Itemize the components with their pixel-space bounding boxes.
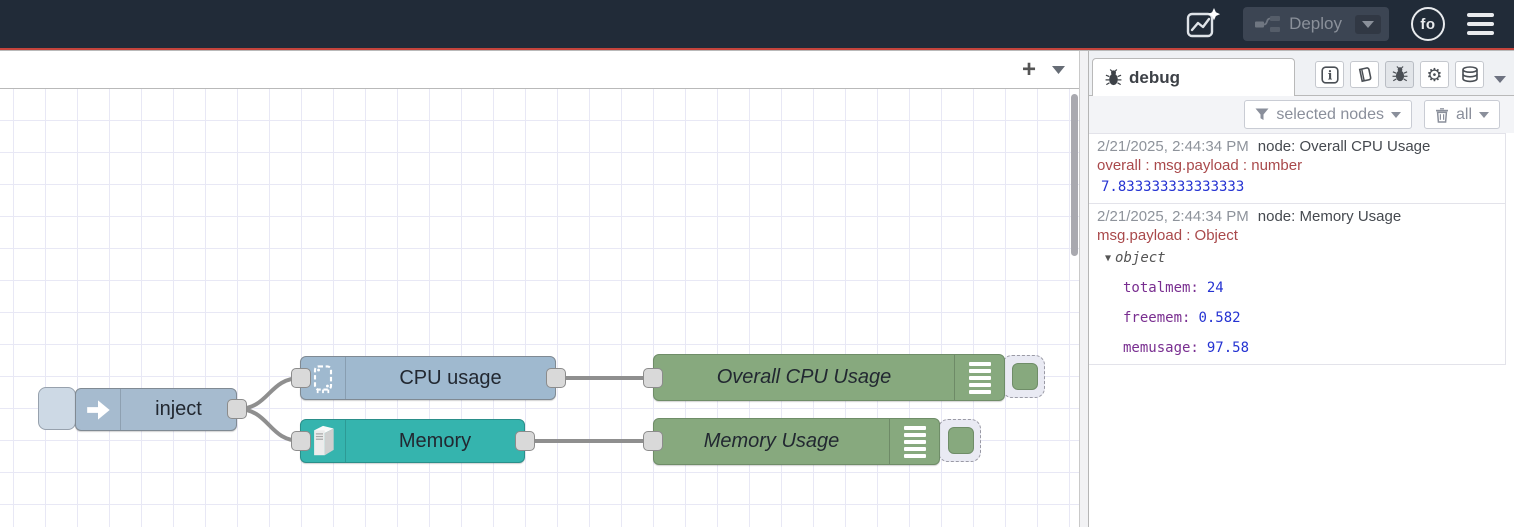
tab-debug-button[interactable] [1385, 61, 1414, 88]
cpu-output-port[interactable] [546, 368, 566, 388]
tab-help-book-button[interactable] [1350, 61, 1379, 88]
inject-arrow-icon [76, 389, 121, 430]
debug-memory-input-port[interactable] [643, 431, 663, 451]
add-flow-button[interactable]: + [1021, 55, 1036, 83]
deploy-button[interactable]: Deploy [1243, 7, 1389, 41]
debug-toolbar: selected nodes all [1089, 96, 1514, 133]
flow-tabbar: + [0, 51, 1079, 89]
node-inject[interactable]: inject [75, 388, 237, 431]
node-label: Memory Usage [703, 430, 840, 452]
entry-value: 97.58 [1206, 340, 1250, 356]
deploy-options-button[interactable] [1355, 14, 1381, 34]
collapse-caret-icon[interactable]: ▼ [1105, 252, 1112, 264]
sidebar-resize-handle[interactable] [1079, 51, 1089, 527]
cpu-chip-icon [301, 357, 346, 399]
flow-editor: + inject [0, 51, 1079, 527]
filter-funnel-icon [1255, 108, 1269, 120]
memory-input-port[interactable] [291, 431, 311, 451]
main-menu-button[interactable] [1467, 13, 1494, 35]
debug-toggle-indicator [948, 427, 974, 454]
debug-enable-toggle[interactable] [938, 419, 981, 462]
debug-toggle-indicator [1012, 363, 1038, 390]
node-label: Memory [398, 429, 472, 452]
chevron-down-icon [1479, 111, 1489, 118]
inject-output-port[interactable] [227, 399, 247, 419]
node-label: Overall CPU Usage [716, 366, 892, 388]
flow-list-chevron-icon[interactable] [1052, 65, 1065, 74]
flow-canvas[interactable]: inject CPU usage [0, 89, 1079, 527]
entry-value: 0.582 [1198, 310, 1241, 326]
debug-message-list: 2/21/2025, 2:44:34 PM node: Overall CPU U… [1089, 133, 1506, 365]
user-avatar[interactable]: fo [1411, 7, 1445, 41]
object-root-label[interactable]: object [1115, 250, 1166, 266]
gear-icon: ⚙ [1426, 64, 1443, 85]
message-timestamp: 2/21/2025, 2:44:34 PM [1097, 208, 1249, 225]
clear-label: all [1455, 105, 1472, 123]
message-source-node[interactable]: node: Overall CPU Usage [1257, 138, 1431, 155]
memory-output-port[interactable] [515, 431, 535, 451]
debug-overall-input-port[interactable] [643, 368, 663, 388]
debug-message[interactable]: 2/21/2025, 2:44:34 PM node: Overall CPU U… [1089, 134, 1505, 204]
header-accent-line [0, 48, 1514, 51]
trash-icon [1435, 107, 1448, 123]
object-entry[interactable]: freemem: 0.582 [1097, 310, 1499, 326]
tab-config-gear-button[interactable]: ⚙ [1420, 61, 1449, 88]
filter-label: selected nodes [1276, 105, 1384, 123]
message-value[interactable]: 7.833333333333333 [1101, 179, 1245, 195]
sidebar-menu-chevron-icon[interactable] [1494, 76, 1506, 83]
node-debug-overall-cpu[interactable]: Overall CPU Usage [653, 354, 1005, 401]
debug-list-icon [954, 355, 1004, 400]
node-label: CPU usage [399, 366, 502, 389]
entry-key: freemem: [1123, 310, 1191, 326]
tab-debug[interactable]: debug [1092, 58, 1295, 96]
deploy-label: Deploy [1289, 14, 1342, 33]
canvas-vertical-scrollbar[interactable] [1071, 94, 1078, 256]
object-entry[interactable]: totalmem: 24 [1097, 280, 1499, 296]
debug-list-icon [889, 419, 939, 464]
entry-key: memusage: [1123, 340, 1199, 356]
sidebar-tab-buttons: i [1315, 61, 1484, 88]
node-label: inject [155, 398, 202, 420]
debug-filter-button[interactable]: selected nodes [1244, 100, 1412, 129]
cpu-input-port[interactable] [291, 368, 311, 388]
debug-enable-toggle[interactable] [1002, 355, 1045, 398]
object-entry[interactable]: memusage: 97.58 [1097, 340, 1499, 356]
avatar-initials: fo [1420, 15, 1436, 33]
message-property-path: overall : msg.payload : number [1097, 157, 1303, 174]
main-header: Deploy fo [0, 0, 1514, 48]
tab-info-button[interactable]: i [1315, 61, 1344, 88]
tab-context-data-button[interactable] [1455, 61, 1484, 88]
debug-empty-area [1089, 365, 1514, 527]
sidebar-tabbar: debug i [1089, 51, 1514, 96]
node-memory[interactable]: Memory [300, 419, 525, 463]
entry-value: 24 [1206, 280, 1224, 296]
sidebar: debug i [1089, 51, 1514, 527]
computer-tower-icon [301, 420, 346, 462]
deploy-icon [1255, 15, 1281, 33]
tab-debug-label: debug [1129, 67, 1180, 87]
chevron-down-icon [1390, 111, 1401, 118]
flow-assistant-icon[interactable] [1185, 7, 1221, 41]
message-source-node[interactable]: node: Memory Usage [1257, 208, 1402, 225]
node-cpu-usage[interactable]: CPU usage [300, 356, 556, 400]
bug-icon [1105, 68, 1122, 87]
node-debug-memory[interactable]: Memory Usage [653, 418, 940, 465]
message-timestamp: 2/21/2025, 2:44:34 PM [1097, 138, 1249, 155]
entry-key: totalmem: [1123, 280, 1199, 296]
message-property-path: msg.payload : Object [1097, 227, 1238, 244]
inject-trigger-button[interactable] [38, 387, 76, 430]
debug-clear-button[interactable]: all [1423, 100, 1500, 129]
svg-text:i: i [1327, 68, 1332, 82]
